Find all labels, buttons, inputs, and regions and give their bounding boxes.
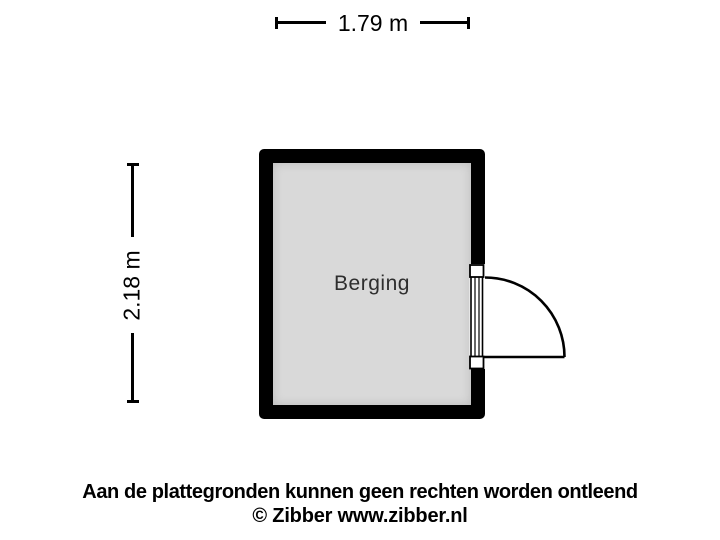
width-dimension-label: 1.79 m xyxy=(326,9,420,38)
width-dimension-value: 1.79 m xyxy=(337,10,409,36)
top-dimension-tick-left xyxy=(275,17,278,29)
room-label: Berging xyxy=(273,163,471,405)
top-dimension-tick-right xyxy=(467,17,470,29)
room-name-text: Berging xyxy=(334,272,410,295)
left-dimension-tick-bottom xyxy=(127,400,139,403)
height-dimension-value: 2.18 m xyxy=(119,249,146,321)
height-dimension-label: 2.18 m xyxy=(117,237,148,333)
disclaimer-text: Aan de plattegronden kunnen geen rechten… xyxy=(82,481,638,503)
left-dimension-tick-top xyxy=(127,163,139,166)
copyright-text: © Zibber www.zibber.nl xyxy=(252,505,468,527)
